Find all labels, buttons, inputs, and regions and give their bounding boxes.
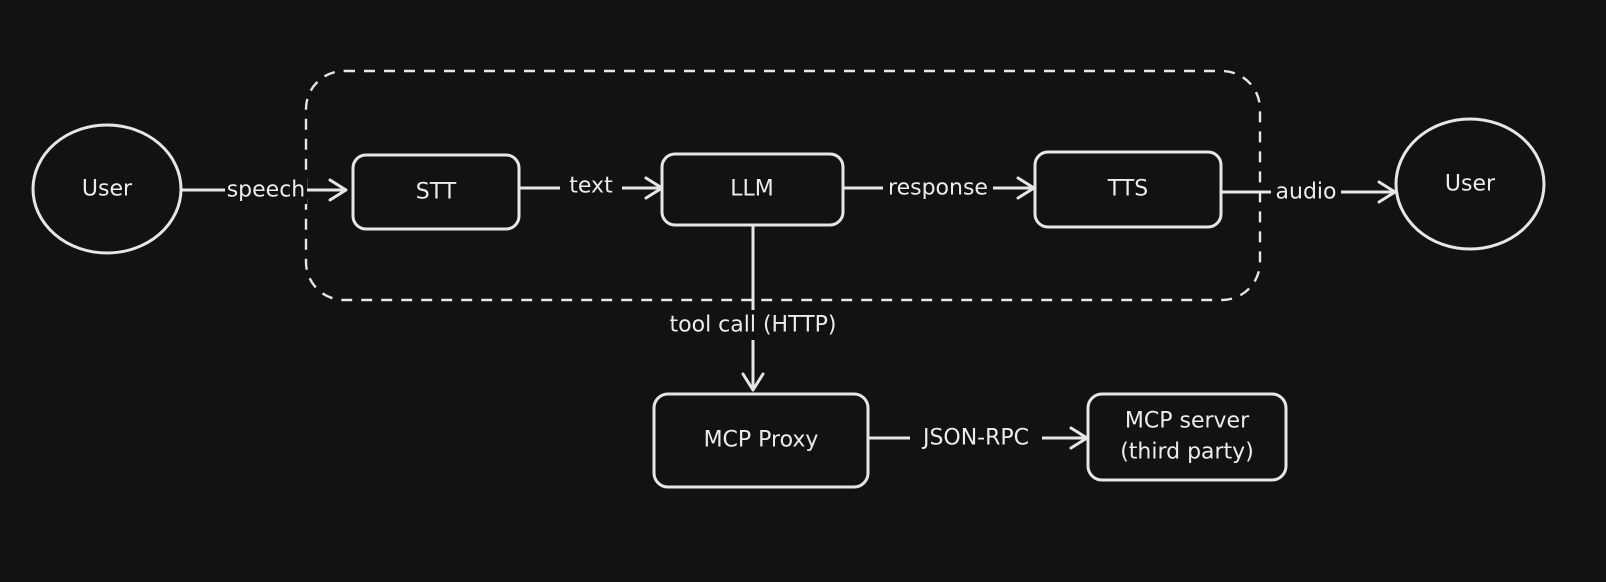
- node-mcp-proxy-label: MCP Proxy: [704, 428, 819, 453]
- node-mcp-server: MCP server (third party): [1086, 392, 1288, 482]
- node-mcp-server-label-line2: (third party): [1120, 440, 1254, 465]
- edge-label-audio: audio: [1276, 180, 1337, 205]
- node-user-left: User: [31, 123, 183, 255]
- node-stt: STT: [351, 153, 521, 231]
- edge-label-json-rpc: JSON-RPC: [921, 426, 1029, 451]
- edge-label-speech: speech: [227, 178, 306, 203]
- edge-label-response: response: [888, 176, 988, 201]
- node-tts-label: TTS: [1107, 177, 1148, 202]
- edge-label-tool-call: tool call (HTTP): [670, 313, 837, 338]
- node-llm: LLM: [660, 152, 845, 227]
- node-user-right-label: User: [1445, 172, 1496, 197]
- edge-llm-to-mcp-proxy: [741, 223, 765, 392]
- node-user-right: User: [1394, 117, 1546, 251]
- node-mcp-proxy: MCP Proxy: [652, 392, 870, 489]
- node-stt-label: STT: [416, 180, 457, 205]
- node-llm-label: LLM: [730, 177, 774, 202]
- node-user-left-label: User: [82, 177, 133, 202]
- node-mcp-server-label-line1: MCP server: [1125, 409, 1250, 434]
- edge-label-text: text: [569, 174, 613, 199]
- node-tts: TTS: [1033, 150, 1223, 229]
